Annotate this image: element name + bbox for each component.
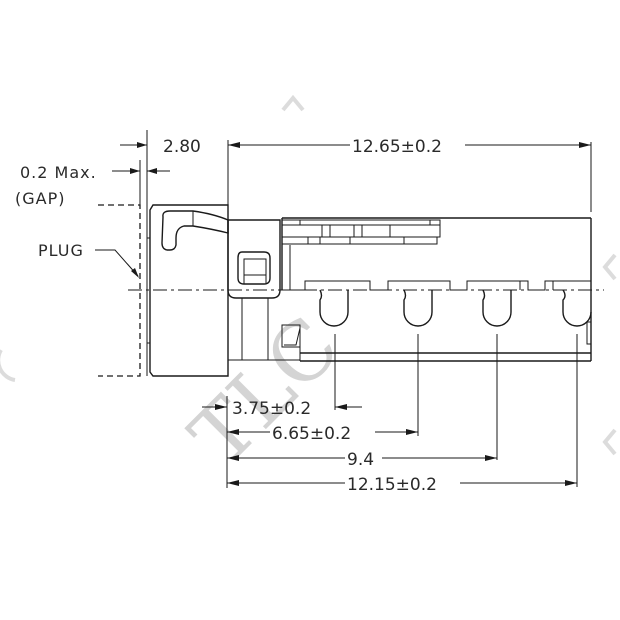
dim-pin1: 3.75±0.2 [232,399,311,419]
watermark-fragment-left [0,349,16,382]
dimension-gap: 0.2 Max. (GAP) [15,160,170,208]
dim-pin3: 9.4 [347,450,374,470]
dim-pin2: 6.65±0.2 [272,424,351,444]
bottom-dimensions: 3.75±0.2 6.65±0.2 9.4 12.15±0.2 [202,334,578,495]
plug-label: PLUG [38,241,84,260]
watermark-fragment-top [281,94,305,112]
contact-2 [403,289,433,327]
contact-1 [319,289,349,327]
watermark-fragment-right-2 [602,428,617,456]
contact-3 [482,289,512,327]
contact-loops [319,289,592,345]
gap-max-label: 0.2 Max. [20,163,97,182]
dim-body-length: 12.15±0.2 [347,475,437,495]
dim-plug-width: 2.80 [163,137,201,157]
dim-overall-length: 12.65±0.2 [352,137,442,157]
watermark-text: TLC [173,299,357,483]
contact-4 [562,289,592,327]
dimension-overall-length: 12.65±0.2 [227,137,592,212]
plug-callout: PLUG [38,241,139,278]
gap-label: (GAP) [15,189,65,208]
dimension-plug-width: 2.80 [120,130,238,205]
watermark-fragment-right-1 [602,253,617,281]
receptacle-flange [147,204,229,377]
